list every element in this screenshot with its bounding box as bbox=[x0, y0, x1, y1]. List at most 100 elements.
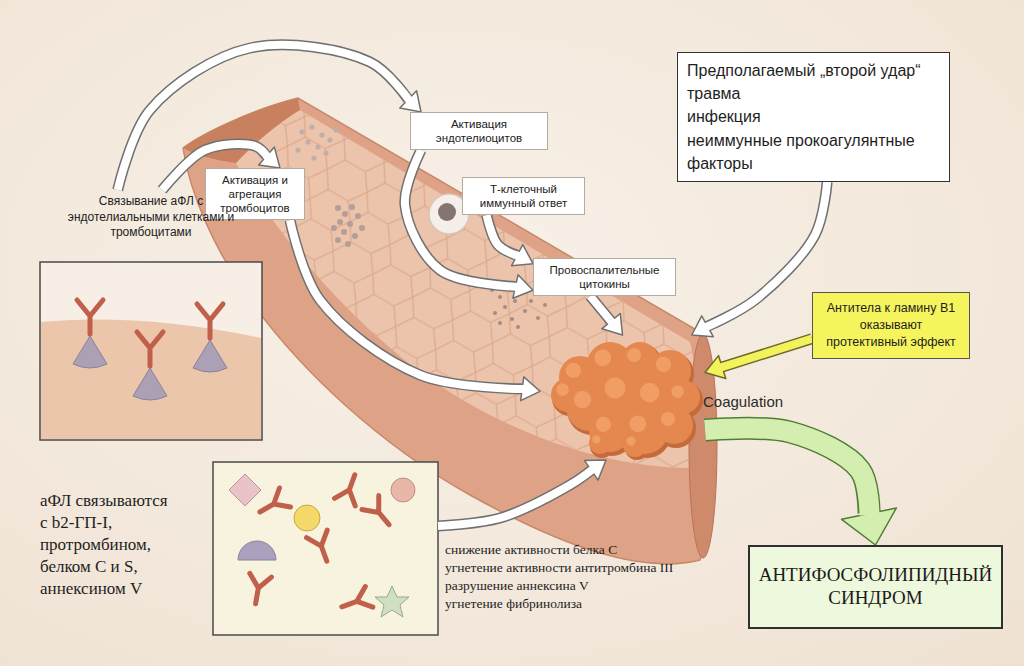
antigen bbox=[229, 474, 261, 506]
arrow-body bbox=[487, 215, 519, 256]
clot-body bbox=[655, 406, 693, 444]
clot-highlight bbox=[594, 349, 611, 366]
arrow-outline bbox=[405, 150, 516, 286]
cytokine bbox=[513, 299, 517, 303]
platelet bbox=[359, 225, 365, 231]
platelet bbox=[319, 132, 324, 137]
inset-frame bbox=[40, 262, 262, 440]
clot-highlight bbox=[605, 378, 626, 399]
node-text: Т-клеточный иммунный ответ bbox=[468, 182, 579, 210]
antibody bbox=[362, 495, 397, 531]
node-text: Предполагаемый „второй удар“ bbox=[687, 59, 940, 82]
flow-arrow bbox=[705, 428, 896, 545]
arrow-outline bbox=[438, 470, 591, 526]
flow-arrow bbox=[705, 339, 812, 379]
node-text: аФЛ связываются с b2-ГП-I, протромбином,… bbox=[40, 490, 172, 600]
receptor bbox=[193, 340, 227, 372]
platelet bbox=[315, 144, 320, 149]
platelet bbox=[345, 241, 351, 247]
clot-highlight bbox=[671, 385, 684, 398]
outcome-box: АНТИФОСФОЛИПИДНЫЙ СИНДРОМ bbox=[748, 545, 1003, 629]
platelet bbox=[327, 137, 332, 142]
clot-highlight bbox=[596, 417, 611, 432]
flow-arrow bbox=[692, 182, 827, 337]
clot-highlight bbox=[661, 412, 675, 426]
clot-highlight bbox=[627, 437, 636, 446]
label-box: Активация эндотелиоцитов bbox=[410, 112, 548, 150]
cytokine bbox=[523, 309, 527, 313]
cytokine bbox=[503, 305, 507, 309]
node-text: травма bbox=[687, 82, 940, 105]
label-box: Т-клеточный иммунный ответ bbox=[462, 177, 585, 215]
arrow-body bbox=[290, 220, 524, 389]
platelet bbox=[355, 213, 361, 219]
endothelium-cells bbox=[236, 110, 698, 468]
platelet bbox=[305, 139, 310, 144]
platelet bbox=[311, 155, 316, 160]
note-text: разрушение аннексина V bbox=[445, 577, 673, 595]
antibody bbox=[197, 304, 223, 338]
receptor bbox=[133, 368, 167, 400]
flow-arrow bbox=[290, 220, 540, 401]
cytokine bbox=[510, 317, 514, 321]
antigen bbox=[238, 541, 276, 560]
antibody bbox=[335, 471, 366, 506]
arrow-body bbox=[720, 339, 812, 368]
node-text: Антитела к ламину B1 оказывают протектив… bbox=[819, 300, 963, 351]
platelet bbox=[347, 221, 353, 227]
antibody-receptor bbox=[73, 300, 107, 368]
inset-membrane bbox=[40, 262, 262, 440]
platelet bbox=[295, 147, 300, 152]
clot-highlight bbox=[556, 383, 569, 396]
antibody-receptor bbox=[193, 304, 227, 372]
antibody bbox=[307, 530, 338, 565]
cytokine bbox=[498, 295, 502, 299]
platelets bbox=[295, 124, 338, 160]
arrow-body bbox=[438, 469, 593, 526]
receptor bbox=[73, 336, 107, 368]
platelet bbox=[333, 127, 338, 132]
antibodies bbox=[245, 471, 398, 617]
clot-highlight bbox=[640, 383, 660, 403]
clot-shape: Coagulation bbox=[540, 335, 705, 460]
arrow-body bbox=[705, 428, 869, 515]
node-text: Провоспалительные цитокины bbox=[539, 263, 670, 291]
antigen bbox=[294, 505, 320, 531]
arrow-body bbox=[405, 150, 518, 287]
flow-arrow bbox=[487, 215, 533, 266]
node-text: инфекция bbox=[687, 105, 940, 128]
inset-panel: аФЛ связываются с b2-ГП-I, протромбином,… bbox=[40, 462, 438, 635]
antigen bbox=[391, 478, 415, 502]
antibody bbox=[254, 488, 290, 522]
t-cell-nucleus bbox=[438, 203, 456, 221]
antibody bbox=[137, 332, 163, 366]
inset-ground bbox=[40, 262, 262, 440]
flow-arrow bbox=[405, 150, 533, 298]
cytokine bbox=[543, 303, 547, 307]
cell-membrane bbox=[41, 319, 261, 439]
flow-arrow bbox=[438, 460, 606, 526]
antibody bbox=[77, 300, 103, 334]
platelet bbox=[309, 124, 314, 129]
cytokine bbox=[529, 299, 533, 303]
platelet bbox=[335, 237, 341, 243]
note-text: снижение активности белка С bbox=[445, 541, 673, 559]
node-text: Coagulation bbox=[703, 393, 783, 410]
node-text: Активация эндотелиоцитов bbox=[416, 117, 542, 145]
clot-outline bbox=[540, 335, 705, 460]
note-box: Предполагаемый „второй удар“травмаинфекц… bbox=[677, 52, 950, 182]
arrow-body bbox=[590, 296, 612, 323]
antibody bbox=[338, 587, 373, 618]
node-text: Активация и агрегация тромбоцитов bbox=[211, 173, 299, 215]
clot-highlight bbox=[592, 435, 600, 443]
node-text: неиммунные прокоагулянтные факторы bbox=[687, 129, 940, 175]
flow-arrow bbox=[590, 296, 622, 335]
platelet bbox=[342, 211, 348, 217]
platelet bbox=[337, 219, 343, 225]
note-list: снижение активности белка Сугнетение акт… bbox=[445, 541, 673, 613]
cytokine bbox=[536, 316, 540, 320]
callout-box: Антитела к ламину B1 оказывают протектив… bbox=[812, 292, 970, 359]
clot-highlight bbox=[566, 363, 581, 378]
